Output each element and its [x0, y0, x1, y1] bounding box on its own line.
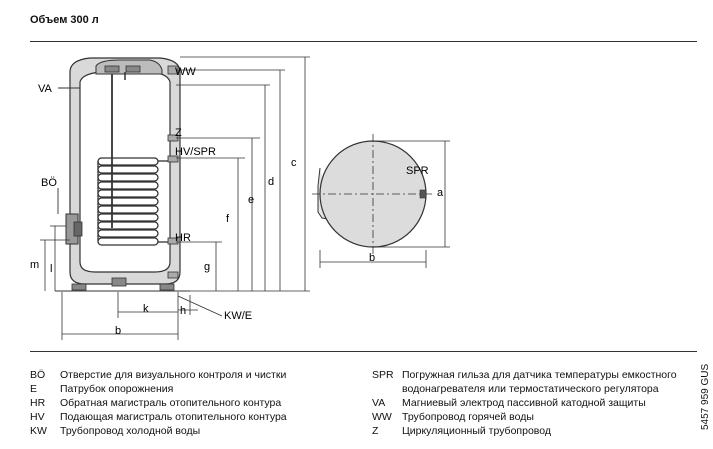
- legend-item: водонагревателя или термостатического ре…: [402, 383, 659, 395]
- tank-top-view: [312, 134, 450, 268]
- dim-e: e: [248, 194, 254, 206]
- document-code: 5457 959 GUS: [700, 363, 711, 430]
- label-hv-spr: HV/SPR: [175, 146, 216, 158]
- dim-b-side: b: [115, 325, 121, 337]
- label-va: VA: [38, 83, 53, 95]
- dim-g: g: [204, 261, 210, 273]
- tank-diagram: VA WW Z HV/SPR BÖ HR KW/E SPR c d e f g …: [30, 56, 450, 340]
- heat-exchanger-coil: [97, 157, 170, 246]
- dim-h: h: [180, 305, 186, 317]
- label-bo: BÖ: [41, 177, 57, 189]
- tank-side-view: [55, 57, 190, 292]
- dim-c: c: [291, 157, 297, 169]
- dim-a: a: [437, 187, 444, 199]
- label-ww: WW: [175, 66, 196, 78]
- dim-m: m: [30, 259, 39, 271]
- label-hr: HR: [175, 232, 191, 244]
- label-kw-e: KW/E: [224, 310, 252, 322]
- top-rule: [30, 41, 697, 42]
- dim-d: d: [268, 176, 274, 188]
- dim-b-top: b: [369, 252, 375, 264]
- legend-rule: [30, 351, 697, 352]
- label-spr: SPR: [406, 165, 429, 177]
- label-z: Z: [175, 127, 182, 139]
- dimension-lines: [40, 56, 310, 340]
- dim-f: f: [226, 213, 230, 225]
- dim-k: k: [143, 303, 149, 315]
- dim-l: l: [50, 263, 52, 275]
- page-title: Объем 300 л: [30, 14, 99, 26]
